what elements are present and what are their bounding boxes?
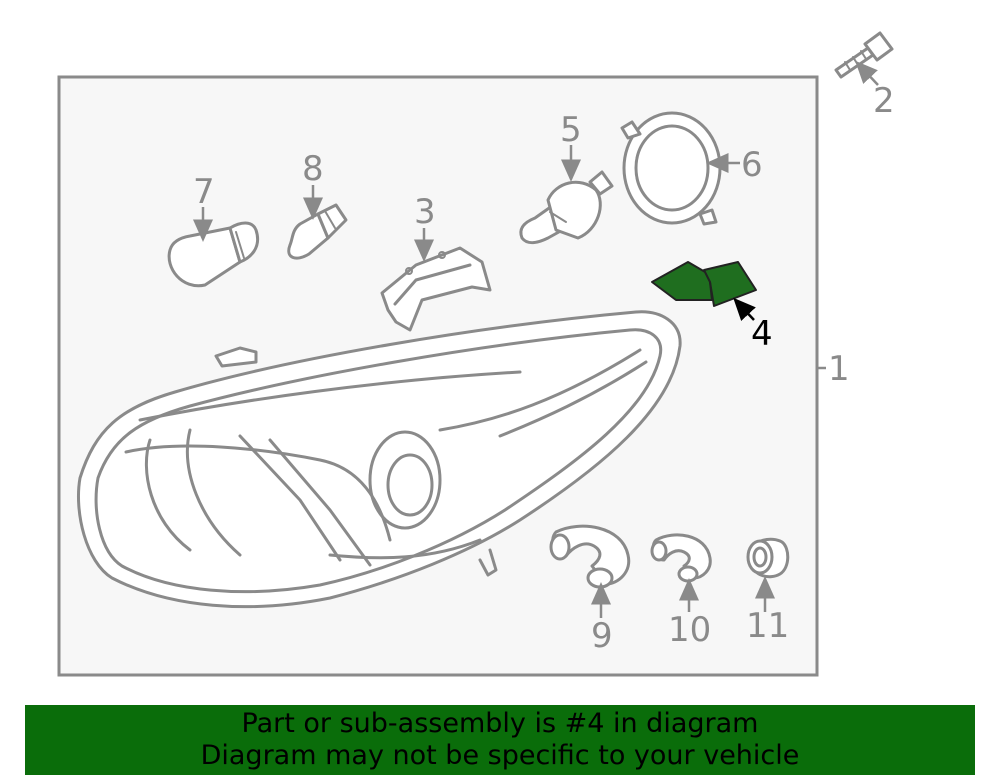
- bulb-part-5[interactable]: [519, 170, 614, 245]
- callout-4-leader: [733, 297, 756, 321]
- callout-3[interactable]: 3: [414, 192, 436, 232]
- callout-1[interactable]: 1: [828, 349, 850, 389]
- socket-part-9[interactable]: [549, 524, 631, 589]
- callout-2-leader: [855, 60, 879, 86]
- callout-6[interactable]: 6: [741, 145, 763, 185]
- bracket-part-3[interactable]: [380, 246, 492, 332]
- callout-7[interactable]: 7: [193, 172, 215, 212]
- callout-2[interactable]: 2: [873, 81, 895, 121]
- callout-4[interactable]: 4: [751, 314, 773, 354]
- callout-9[interactable]: 9: [591, 616, 613, 656]
- bulb-part-7[interactable]: [167, 221, 259, 288]
- bulb-part-8[interactable]: [287, 203, 348, 260]
- headlamp-assembly-part-1[interactable]: [76, 310, 682, 609]
- banner-line-disclaimer: Diagram may not be specific to your vehi…: [200, 740, 800, 771]
- callout-10[interactable]: 10: [668, 610, 711, 650]
- callout-5[interactable]: 5: [560, 110, 582, 150]
- parts-diagram: 1 2 7 8 3 5: [57, 31, 895, 677]
- socket-part-10[interactable]: [650, 533, 712, 583]
- banner-line-part: Part or sub-assembly is #4 in diagram: [241, 708, 759, 739]
- callout-11[interactable]: 11: [746, 606, 789, 646]
- info-banner: Part or sub-assembly is #4 in diagram Di…: [25, 705, 975, 775]
- callout-8[interactable]: 8: [302, 149, 324, 189]
- ring-part-11[interactable]: [746, 537, 790, 579]
- dust-cap-part-6[interactable]: [620, 111, 722, 226]
